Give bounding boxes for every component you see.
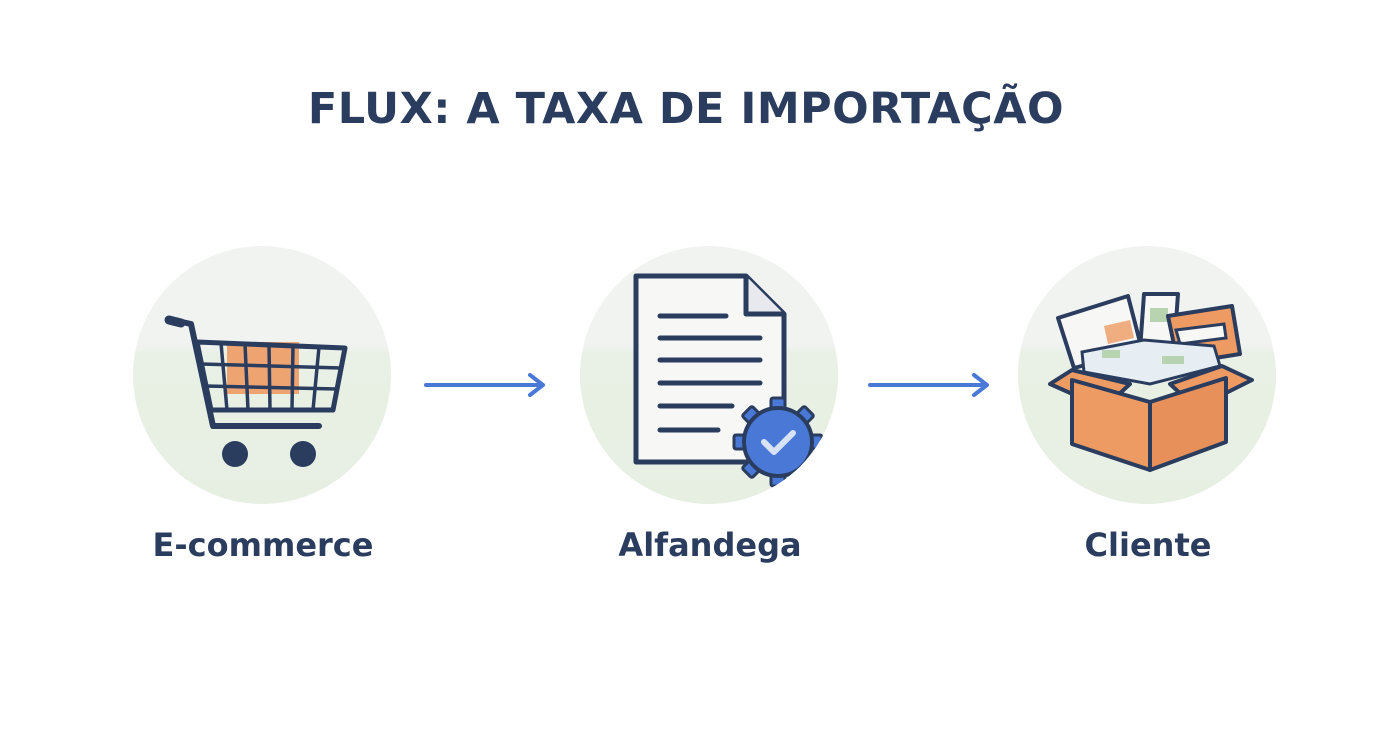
step-cliente: Cliente (1018, 246, 1278, 586)
arrow-right-icon (868, 373, 989, 397)
open-box-icon (1048, 292, 1254, 472)
step-ecommerce-circle (133, 246, 391, 504)
step-ecommerce: E-commerce (133, 246, 393, 586)
document-check-icon (633, 273, 824, 488)
arrow-right-icon (424, 373, 545, 397)
shopping-cart-icon (164, 315, 348, 467)
step-alfandega-circle (580, 246, 838, 504)
step-cliente-label: Cliente (1084, 526, 1212, 564)
diagram-title: FLUX: A TAXA DE IMPORTAÇÃO (307, 84, 1065, 134)
step-alfandega-label: Alfandega (618, 526, 802, 564)
step-ecommerce-label: E-commerce (152, 526, 374, 564)
step-alfandega: Alfandega (580, 246, 840, 586)
step-cliente-circle (1018, 246, 1276, 504)
